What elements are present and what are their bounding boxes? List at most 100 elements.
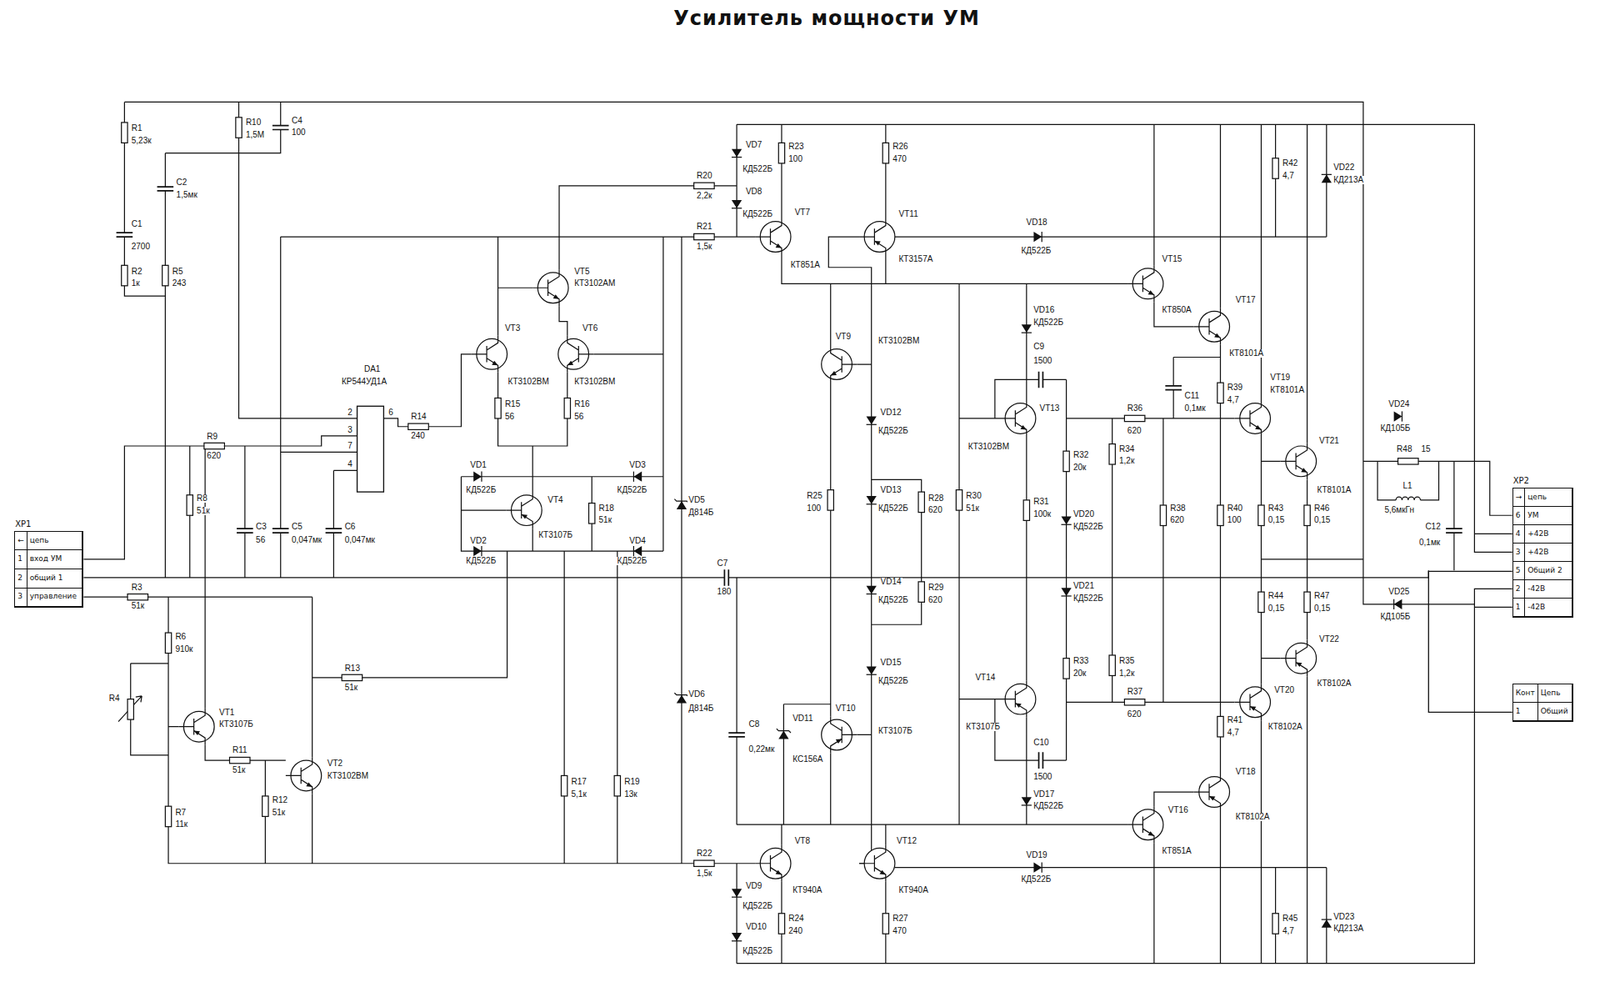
component-label: C2 <box>175 178 189 187</box>
component-label: R38 <box>1169 504 1186 513</box>
component-label: 11к <box>174 820 189 829</box>
table-cell: +42В <box>1525 525 1573 544</box>
component-label: КД522Б <box>741 901 774 910</box>
component-label: R11 <box>231 745 249 755</box>
component-label: VT17 <box>1235 295 1257 305</box>
table-cell: → <box>1513 488 1526 507</box>
component-label: КТ3102ВМ <box>967 442 1010 451</box>
component-label: VD10 <box>745 922 768 931</box>
component-label: C11 <box>1183 391 1200 400</box>
component-label: R15 <box>504 400 521 409</box>
component-label: R45 <box>1281 914 1299 923</box>
component-label: 0,047мк <box>290 535 323 545</box>
chip-outline <box>357 405 385 492</box>
resistor-symbol <box>235 117 242 138</box>
resistor-symbol <box>614 775 620 795</box>
table-cell: 1 <box>15 550 28 570</box>
transistor-symbol <box>755 845 791 882</box>
resistor-symbol <box>1217 382 1224 403</box>
component-label: VT9 <box>835 332 852 341</box>
component-label: КД213А <box>1332 175 1365 185</box>
component-label: VD18 <box>1025 218 1049 227</box>
resistor-symbol <box>1304 505 1310 525</box>
component-label: VT14 <box>974 673 996 682</box>
component-label: R23 <box>787 142 805 151</box>
component-label: 0,1мк <box>1183 404 1206 413</box>
component-label: 100к <box>1032 510 1052 519</box>
connector-table: ХР2→цепь6УМ4+42В3+42В5Общий 22-42В1-42В <box>1512 487 1574 618</box>
component-label: 20к <box>1072 463 1088 472</box>
component-label: КД522Б <box>1032 801 1065 810</box>
component-label: КД522Б <box>1072 522 1105 531</box>
component-label: 1500 <box>1032 772 1053 781</box>
diode-symbol <box>866 416 877 425</box>
component-label: КТ8102А <box>1235 812 1271 821</box>
diode-symbol <box>731 888 742 897</box>
component-label: 6 <box>387 408 395 417</box>
component-label: C9 <box>1032 342 1045 351</box>
component-label: VT16 <box>1167 805 1190 815</box>
capacitor-symbol <box>236 528 254 533</box>
component-label: КТ8101А <box>1269 385 1305 395</box>
component-label: R42 <box>1281 159 1299 168</box>
component-label: 0,1мк <box>1418 538 1441 547</box>
component-label: КД522Б <box>877 676 910 685</box>
component-label: 1500 <box>1032 356 1053 365</box>
resistor-symbol <box>560 775 567 795</box>
table-cell: Цепь <box>1538 684 1573 703</box>
component-label: VD8 <box>745 187 763 196</box>
resistor-symbol <box>1258 591 1265 612</box>
component-label: VD24 <box>1387 400 1410 409</box>
component-label: КД522Б <box>1020 246 1052 255</box>
component-label: КД522Б <box>741 210 774 219</box>
resistor-symbol <box>564 397 570 418</box>
resistor-symbol <box>778 913 785 934</box>
capacitor-symbol <box>1445 528 1463 533</box>
component-label: КД522Б <box>1032 318 1065 327</box>
component-label: 1,2к <box>1118 669 1135 678</box>
component-label: 910к <box>174 645 194 654</box>
transistor-symbol <box>1280 442 1317 480</box>
resistor-symbol <box>827 490 834 510</box>
zener-symbol <box>674 499 689 510</box>
component-label: VT4 <box>546 495 564 505</box>
table-cell: управление <box>27 588 84 608</box>
component-label: КТ3102ВМ <box>877 336 920 345</box>
component-label: 0,047мк <box>344 535 376 545</box>
resistor-symbol <box>1063 658 1070 679</box>
resistor-symbol <box>918 581 925 602</box>
component-label: Д814Б <box>687 508 715 517</box>
resistor-symbol <box>204 442 225 449</box>
diode-symbol <box>1021 324 1032 333</box>
resistor-symbol <box>121 122 128 143</box>
component-label: C12 <box>1424 522 1441 531</box>
component-label: 620 <box>1169 515 1185 525</box>
component-label: R46 <box>1313 504 1330 513</box>
capacitor-symbol <box>724 569 729 586</box>
component-label: 51к <box>231 765 247 775</box>
component-label: 5,23к <box>130 136 153 145</box>
component-label: R26 <box>891 142 909 151</box>
component-label: R8 <box>195 494 209 503</box>
diode-symbol <box>1060 587 1071 596</box>
resistor-symbol <box>1124 415 1145 421</box>
component-label: VT19 <box>1269 373 1291 382</box>
component-label: C5 <box>290 522 304 531</box>
component-label: R14 <box>410 412 427 421</box>
component-label: КД522Б <box>741 946 774 955</box>
resistor-symbol <box>341 674 362 680</box>
component-label: DA1 <box>363 365 381 374</box>
table-cell: Общий <box>1538 702 1573 721</box>
resistor-symbol <box>882 913 889 934</box>
table-cell: -42В <box>1525 580 1573 599</box>
component-label: 100 <box>290 128 307 137</box>
component-label: VD21 <box>1072 581 1095 590</box>
table-cell: 2 <box>15 569 28 589</box>
transistor-symbol <box>1000 680 1036 718</box>
component-label: R24 <box>787 914 805 923</box>
resistor-symbol <box>1124 699 1145 705</box>
component-label: R29 <box>927 583 945 592</box>
component-label: VT3 <box>504 324 521 333</box>
component-label: КД213А <box>1332 924 1365 933</box>
